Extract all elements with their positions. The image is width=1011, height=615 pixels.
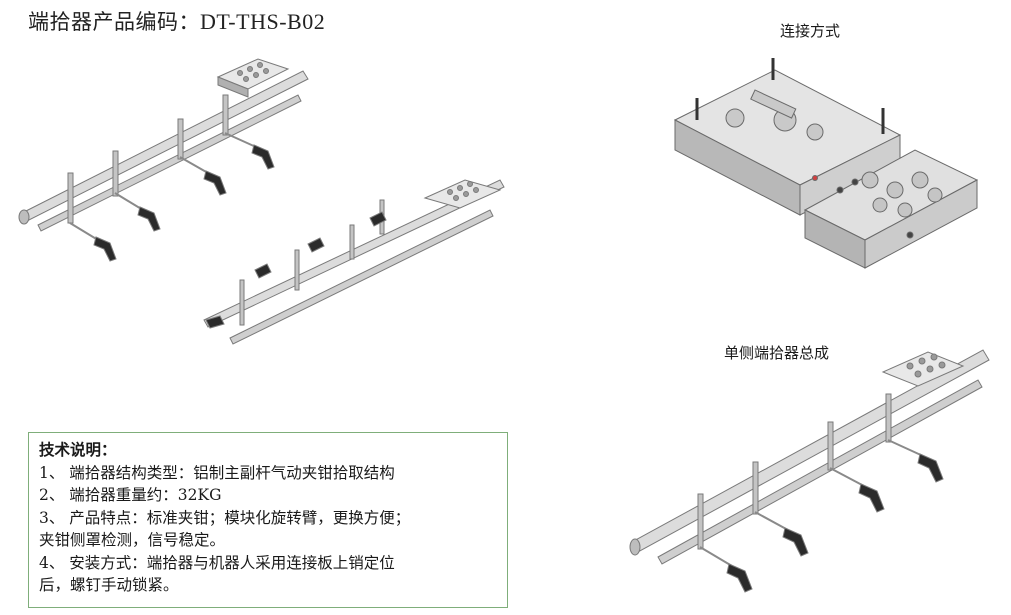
connection-method-label: 连接方式 — [780, 22, 841, 40]
tech-line-4: 夹钳侧罩检测，信号稳定。 — [39, 531, 226, 549]
product-code-title: 端拾器产品编码：DT-THS-B02 — [28, 6, 325, 36]
tech-line-2: 2、 端拾器重量约：32KG — [39, 486, 222, 504]
product-code-prefix: 端拾器产品编码： — [28, 10, 200, 34]
product-code-value: DT-THS-B02 — [200, 9, 326, 34]
end-effector-rotated-drawing — [203, 179, 505, 345]
tech-line-1: 1、 端拾器结构类型：铝制主副杆气动夹钳拾取结构 — [39, 463, 395, 482]
tech-line-6: 后，螺钉手动锁紧。 — [39, 576, 179, 594]
tech-line-5: 4、 安装方式：端拾器与机器人采用连接板上销定位 — [39, 553, 395, 572]
single-side-assembly-drawing — [629, 349, 990, 593]
tech-line-3: 3、 产品特点：标准夹钳；模块化旋转臂，更换方便； — [39, 508, 411, 527]
connection-plate-drawing — [673, 58, 979, 269]
technical-description-box: 技术说明： 1、 端拾器结构类型：铝制主副杆气动夹钳拾取结构 2、 端拾器重量约… — [28, 432, 508, 608]
technical-description-heading: 技术说明： — [39, 440, 117, 459]
end-effector-assembly-drawing — [18, 58, 309, 262]
single-side-assembly-label: 单侧端拾器总成 — [724, 344, 830, 362]
